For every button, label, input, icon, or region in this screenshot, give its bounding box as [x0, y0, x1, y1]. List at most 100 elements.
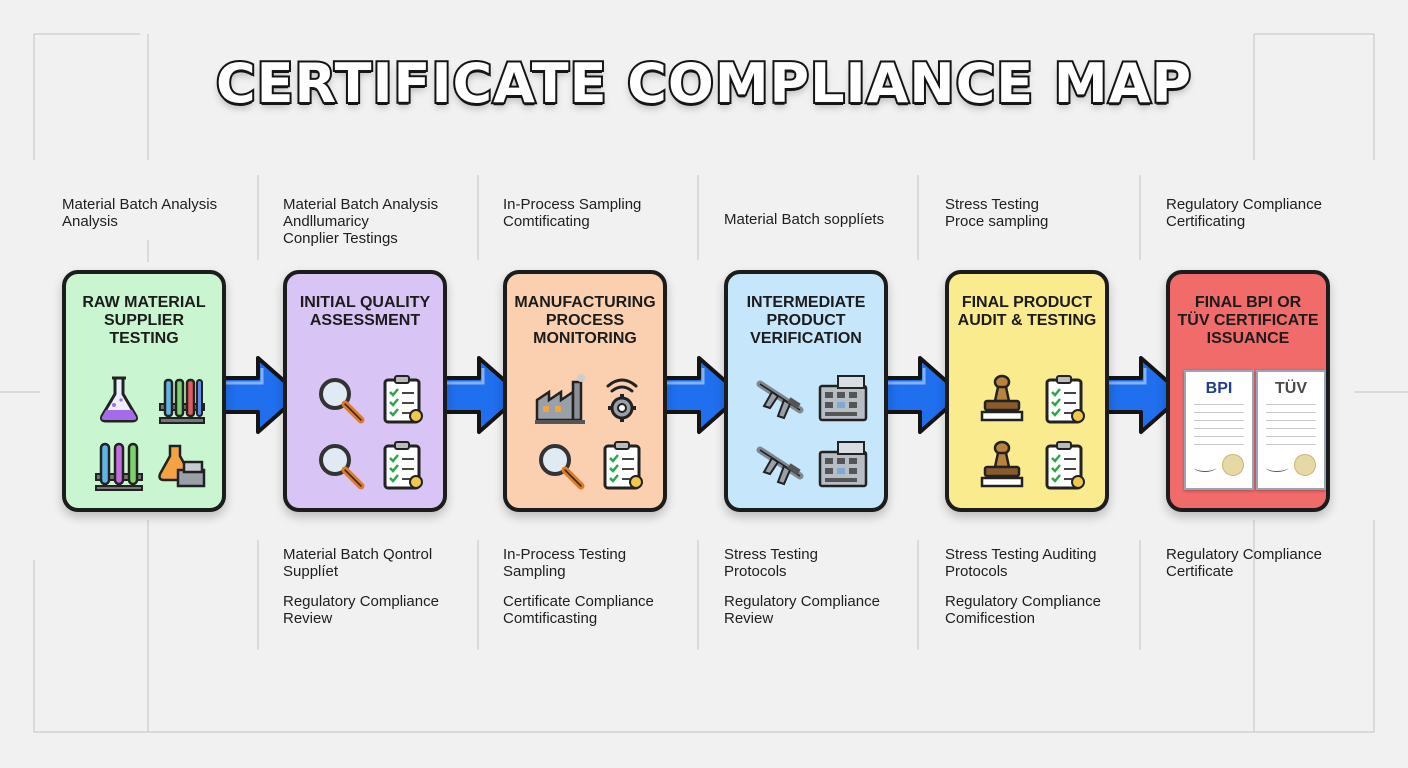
label-line: Certificating — [1166, 213, 1246, 230]
signature — [1194, 463, 1216, 472]
label-line: ISSUANCE — [1206, 330, 1290, 347]
materials-icon — [158, 444, 206, 488]
label-line: Regulatory Compliance — [724, 593, 880, 610]
label-line: TESTING — [109, 330, 179, 347]
label-line: Andllumaricy — [283, 213, 369, 230]
certificate-tuv: TÜV — [1256, 370, 1326, 490]
seal-icon — [1294, 454, 1316, 476]
label-line: FINAL BPI OR — [1194, 294, 1302, 311]
checklist-icon — [383, 375, 423, 424]
checklist-icon — [603, 441, 643, 490]
label-line: PRODUCT — [766, 312, 846, 329]
certificate-text-line — [1194, 444, 1244, 445]
label-line: INITIAL QUALITY — [299, 294, 431, 311]
label-line: INTERMEDIATE — [746, 294, 866, 311]
stamp-icon — [980, 440, 1024, 488]
label-line: In-Process Testing — [503, 546, 627, 563]
label-line: Regulatory Compliance — [945, 593, 1101, 610]
label-line: Regulatory Compliance — [283, 593, 439, 610]
certificate-text-line — [1266, 404, 1316, 405]
label-line: Conplier Testings — [283, 230, 398, 247]
checklist-icon — [1045, 441, 1085, 490]
label-line: Sampling — [503, 563, 566, 580]
label-line: Material Batch Qontrol — [283, 546, 433, 563]
label-line: TÜV CERTIFICATE — [1177, 312, 1319, 329]
test-tubes-rack-icon — [159, 378, 205, 424]
label-line: Stress Testing — [724, 546, 818, 563]
magnifier-icon — [539, 444, 585, 490]
label-line: Regulatory Compliance — [1166, 546, 1322, 563]
label-line: Supplíet — [283, 563, 339, 580]
label-line: Comtificating — [503, 213, 590, 230]
label-line: In-Process Sampling — [503, 196, 642, 213]
certificate-text-line — [1266, 420, 1316, 421]
label-line: AUDIT & TESTING — [957, 312, 1097, 329]
label-line: Comtificasting — [503, 610, 598, 627]
checklist-icon — [383, 441, 423, 490]
label-line: Comificestion — [945, 610, 1036, 627]
label-line: Stress Testing Auditing — [945, 546, 1097, 563]
gear-signal-icon — [606, 378, 638, 422]
magnifier-icon — [319, 444, 365, 490]
stamp-icon — [980, 374, 1024, 422]
label-line: FINAL PRODUCT — [961, 294, 1093, 311]
label-line: SUPPLIER — [103, 312, 184, 329]
signature — [1266, 463, 1288, 472]
label-line: Certificate Compliance — [503, 593, 654, 610]
certificate-bpi: BPI — [1184, 370, 1254, 490]
seal-icon — [1222, 454, 1244, 476]
certificate-text-line — [1194, 436, 1244, 437]
certificate-text-line — [1194, 404, 1244, 405]
certificate-text-line — [1194, 412, 1244, 413]
label-line: Review — [283, 610, 333, 627]
label-line: Protocols — [945, 563, 1008, 580]
label-line: PROCESS — [545, 312, 625, 329]
certificate-text-line — [1194, 420, 1244, 421]
label-line: VERIFICATION — [750, 330, 862, 347]
label-line: RAW MATERIAL — [82, 294, 206, 311]
caliper-icon — [756, 380, 804, 420]
control-panel-icon — [818, 441, 868, 488]
label-line: Material Batch Analysis — [62, 196, 218, 213]
certificate-brand: TÜV — [1275, 380, 1307, 397]
label-line: Certificate — [1166, 563, 1234, 580]
magnifier-icon — [319, 378, 365, 424]
certificate-text-line — [1266, 412, 1316, 413]
test-tubes-icon — [95, 442, 143, 491]
certificate-text-line — [1194, 428, 1244, 429]
control-panel-icon — [818, 375, 868, 422]
caliper-icon — [756, 446, 804, 486]
label-line: Regulatory Compliance — [1166, 196, 1322, 213]
page-title: CERTIFICATE COMPLIANCE MAP — [214, 50, 1193, 117]
flask-icon — [100, 376, 138, 423]
label-line: Protocols — [724, 563, 787, 580]
label-line: Stress Testing — [945, 196, 1039, 213]
top-label-4: Material Batch sopplíets — [724, 211, 924, 228]
certificate-text-line — [1266, 436, 1316, 437]
label-line: Material Batch sopplíets — [724, 211, 885, 228]
label-line: MANUFACTURING — [514, 294, 656, 311]
label-line: MONITORING — [533, 330, 637, 347]
